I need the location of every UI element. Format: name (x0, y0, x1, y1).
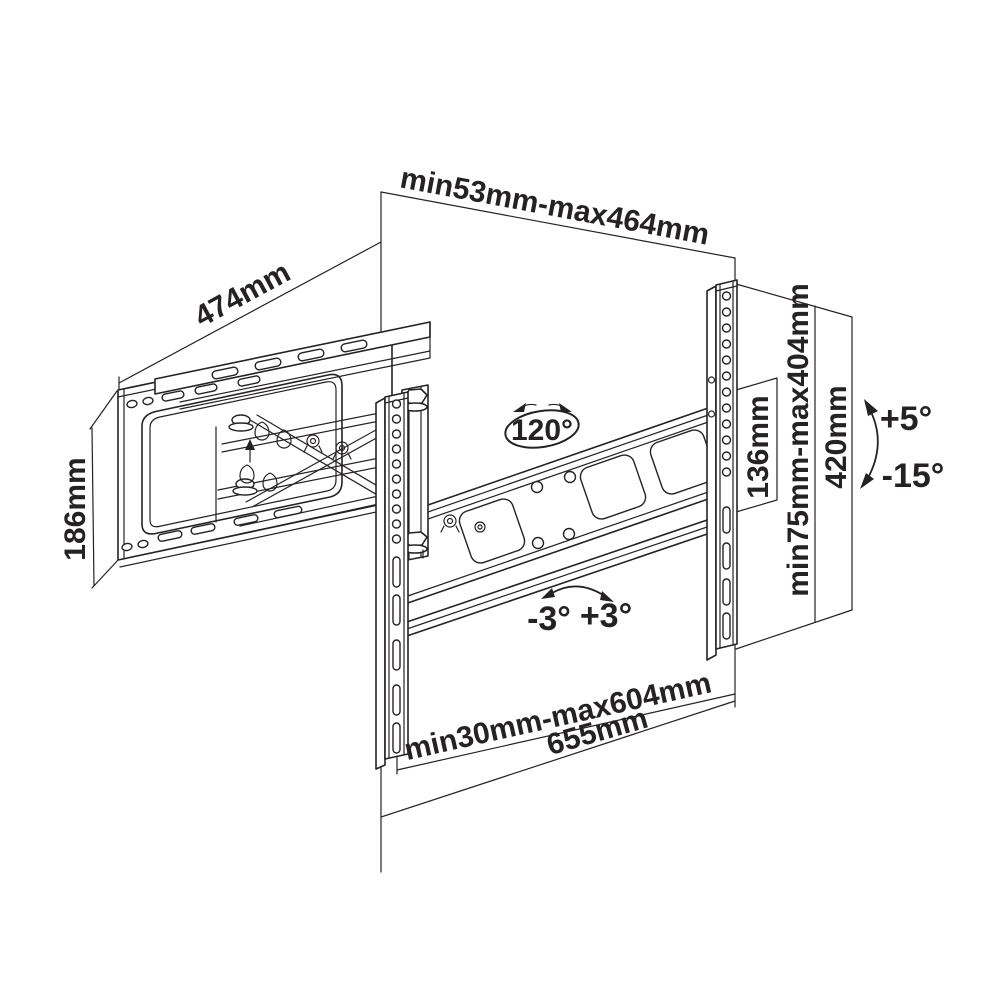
wall-plate-width-label: 474mm (189, 256, 296, 334)
tv-rail-left (375, 391, 409, 770)
top-span-label: min53mm-max464mm (398, 162, 712, 252)
wall-plate-holes-bottom (121, 505, 303, 552)
rail-holes (721, 291, 732, 640)
crossbar-upper (401, 405, 717, 606)
tilt-up-arrow-icon (864, 399, 878, 416)
rail-section-label: 136mm (742, 395, 775, 498)
tilt-up-label: +5° (880, 400, 932, 438)
level-left-label: -3° (527, 600, 571, 638)
tv-rail-right (706, 279, 738, 661)
level-right-arrow-icon (600, 591, 614, 602)
tilt-angle-indicator: +5° -15° (860, 399, 944, 495)
tilt-down-arrow-icon (860, 473, 874, 489)
top-arm-bar (154, 321, 431, 410)
level-right-label: +3° (580, 597, 632, 635)
keyhole-slots (239, 421, 292, 492)
wall-plate-height-label: 186mm (59, 457, 92, 560)
tilt-down-label: -15° (882, 457, 945, 495)
rotate-left-arrow-icon (513, 403, 526, 412)
rail-holes (391, 399, 402, 754)
level-angle-indicator: -3° +3° (527, 585, 632, 638)
vesa-vertical-label: min75mm-max404mm (782, 283, 815, 597)
rotate-right-arrow-icon (559, 403, 572, 412)
swivel-angle-badge: 120° (504, 403, 580, 449)
wall-plate (117, 332, 393, 568)
extension-lines (89, 191, 853, 873)
arm-assembly (215, 408, 426, 535)
level-left-arrow-icon (541, 588, 555, 599)
spring-clips (303, 434, 352, 460)
up-arrow-icon (245, 439, 255, 463)
wall-plate-holes-top (126, 375, 261, 409)
swivel-angle-label: 120° (511, 414, 573, 447)
bracket-height-label: 420mm (820, 385, 853, 488)
wing-nut (228, 414, 258, 496)
